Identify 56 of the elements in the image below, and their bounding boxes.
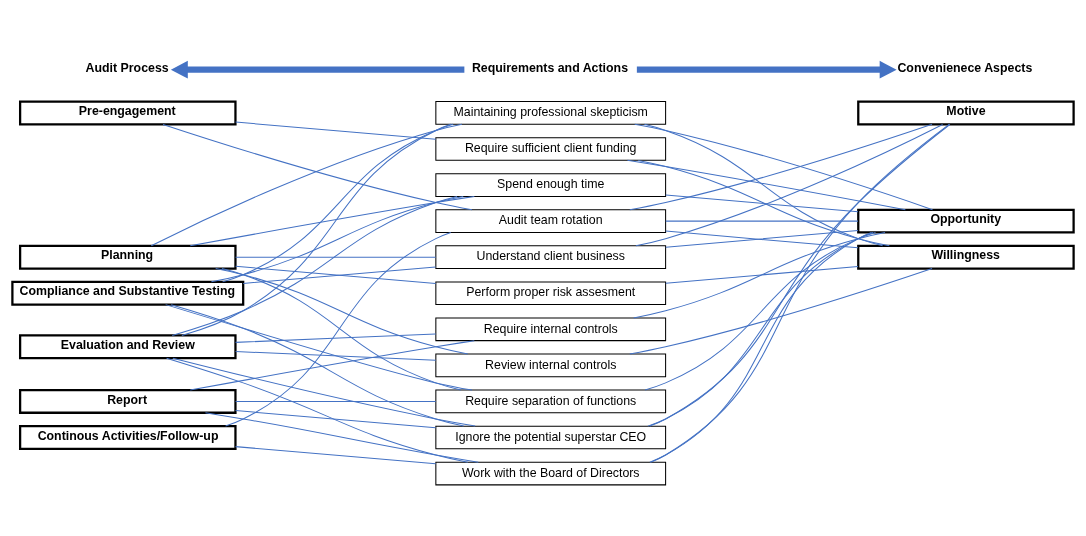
node-box: Ignore the potential superstar CEO <box>435 425 667 450</box>
node-box: Planning <box>19 244 237 270</box>
connector <box>189 195 475 247</box>
connector <box>222 123 454 283</box>
connector <box>189 340 475 391</box>
node-text: Convenienece Aspects <box>897 60 1033 75</box>
node-box: Continous Activities/Follow-up <box>19 425 237 450</box>
connector <box>647 232 874 427</box>
node-box: Work with the Board of Directors <box>435 461 667 486</box>
node-box: Report <box>19 388 237 414</box>
connector <box>215 268 469 355</box>
node-text: Audit Process <box>85 60 169 75</box>
connector <box>235 410 437 429</box>
node-box: Evaluation and Review <box>19 334 237 360</box>
node-box: Motive <box>857 100 1075 126</box>
connector <box>150 123 463 247</box>
node-box: Require sufficient client funding <box>435 137 667 161</box>
connector <box>235 400 437 402</box>
node-box: Willingness <box>857 244 1075 270</box>
connector <box>643 123 884 247</box>
node-box: Pre-engagement <box>19 100 237 126</box>
connector <box>637 159 890 247</box>
node-box: Audit team rotation <box>435 209 667 233</box>
connector <box>235 446 437 465</box>
connector <box>181 123 452 336</box>
connector <box>166 357 469 463</box>
connector <box>210 195 464 283</box>
node-box: Require internal controls <box>435 317 667 342</box>
connector <box>665 220 859 222</box>
connector <box>626 159 906 211</box>
connector <box>172 357 476 427</box>
connector <box>235 351 437 361</box>
arrow <box>636 60 897 79</box>
connector <box>225 232 452 427</box>
node-box: Opportunity <box>857 208 1075 234</box>
connector <box>165 304 473 391</box>
connector <box>235 121 437 140</box>
connector <box>162 123 473 211</box>
connector <box>171 195 458 336</box>
node-box: Maintaining professional skepticism <box>435 101 667 125</box>
node-box: Spend enough time <box>435 173 667 197</box>
connector <box>235 333 437 343</box>
node-box: Review internal controls <box>435 353 667 378</box>
connector <box>204 412 479 463</box>
connector <box>665 266 859 284</box>
connector <box>665 194 859 213</box>
connector <box>235 256 437 258</box>
connector <box>170 304 465 427</box>
node-box: Perform proper risk assesment <box>435 281 667 306</box>
connector <box>221 268 462 391</box>
node-box: Understand client business <box>435 245 667 270</box>
connector <box>649 232 872 463</box>
node-box: Require separation of functions <box>435 389 667 414</box>
node-text: Requirements and Actions <box>471 60 629 75</box>
arrow <box>170 60 465 79</box>
node-box: Compliance and Substantive Testing <box>11 280 245 306</box>
